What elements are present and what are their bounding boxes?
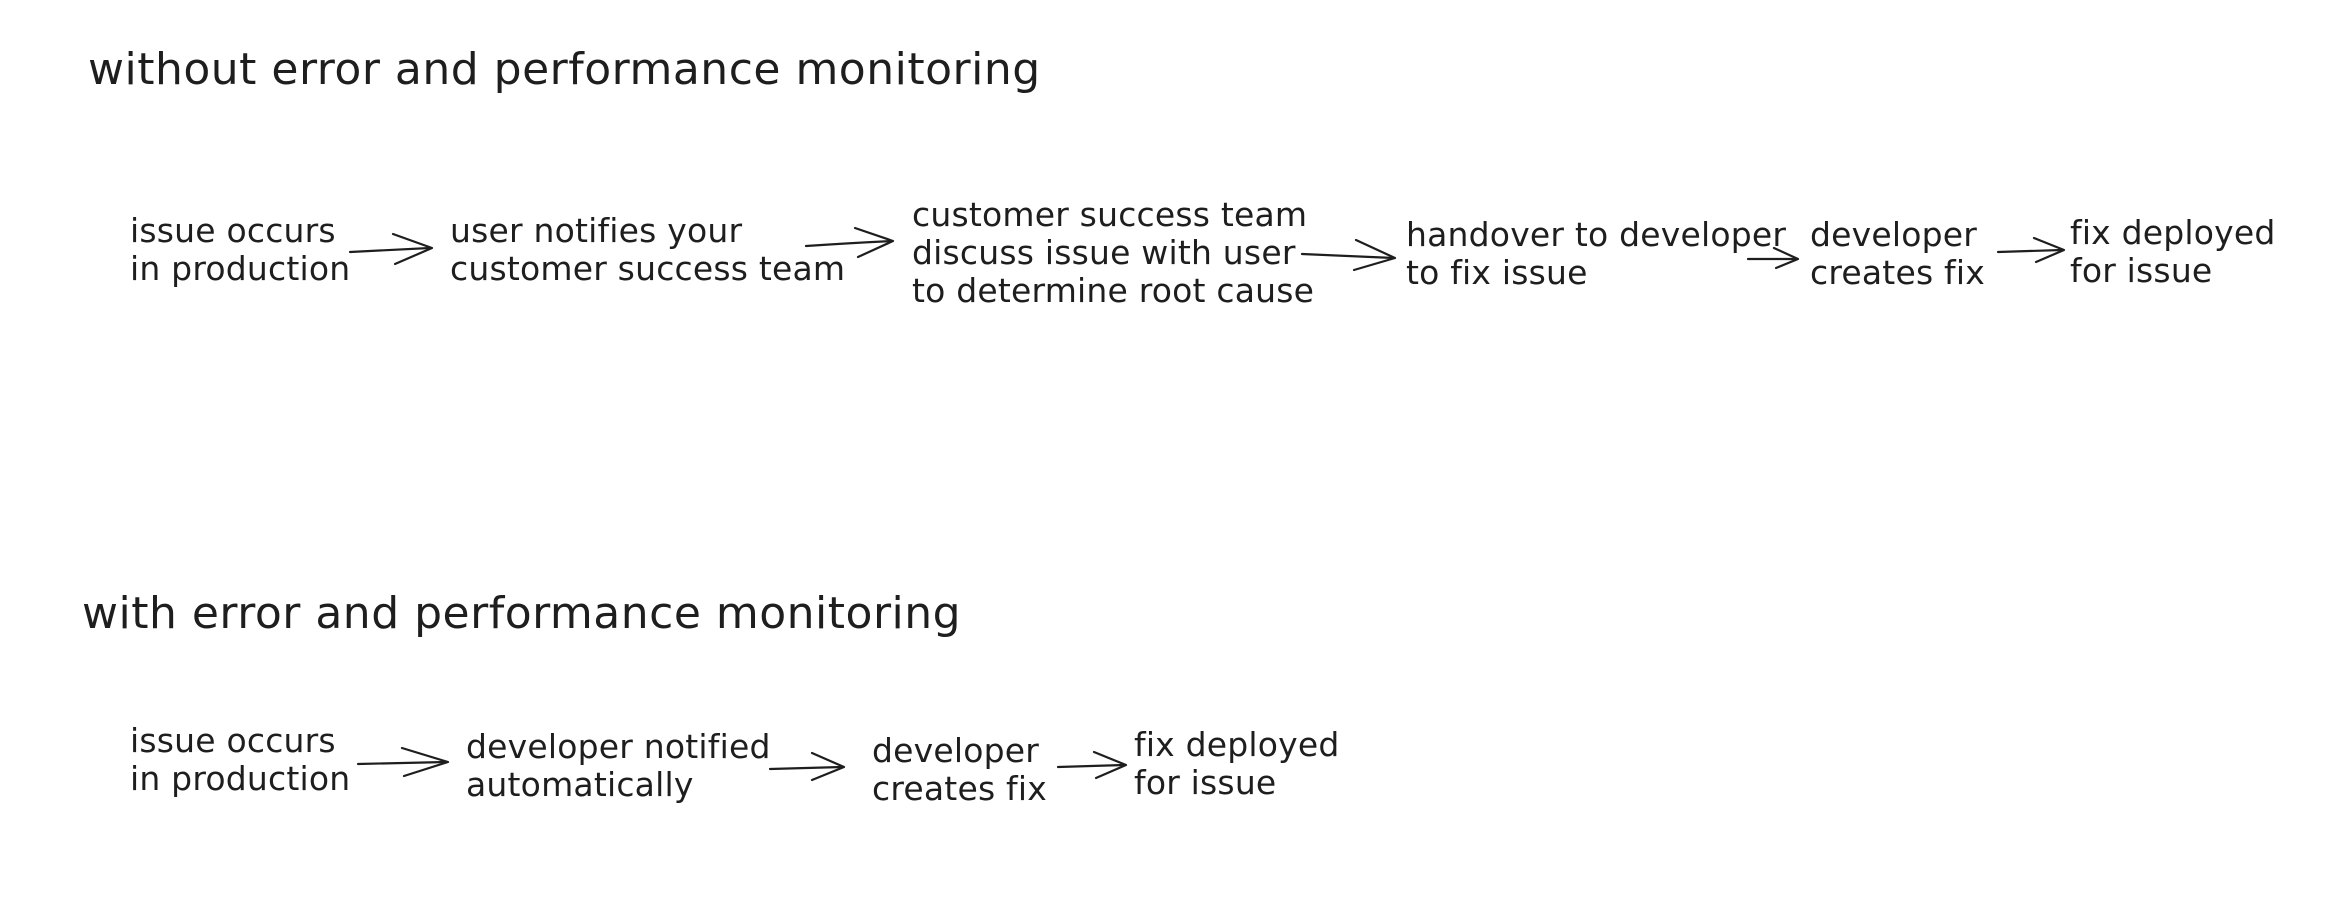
without-step-handover: handover to developer to fix issue: [1406, 216, 1786, 292]
with-step-developer-notified: developer notified automatically: [466, 728, 771, 804]
step-line: issue occurs: [130, 721, 336, 760]
without-monitoring-title: without error and performance monitoring: [88, 44, 1041, 95]
arrow: [1996, 236, 2066, 264]
step-line: for issue: [1134, 763, 1277, 802]
arrow: [1746, 246, 1800, 270]
step-line: discuss issue with user: [912, 233, 1296, 272]
step-line: fix deployed: [2070, 213, 2276, 252]
with-step-developer-fix: developer creates fix: [872, 732, 1047, 808]
step-line: handover to developer: [1406, 215, 1787, 254]
step-line: creates fix: [1810, 253, 1985, 292]
with-step-fix-deployed: fix deployed for issue: [1134, 726, 1340, 802]
step-line: automatically: [466, 765, 694, 804]
step-line: in production: [130, 249, 351, 288]
step-line: to determine root cause: [912, 271, 1315, 310]
without-step-cs-discuss: customer success team discuss issue with…: [912, 196, 1314, 310]
step-line: in production: [130, 759, 351, 798]
step-line: developer: [872, 731, 1040, 770]
step-line: customer success team: [912, 195, 1308, 234]
arrow: [356, 746, 450, 778]
step-line: creates fix: [872, 769, 1047, 808]
step-line: fix deployed: [1134, 725, 1340, 764]
step-line: developer: [1810, 215, 1978, 254]
arrow: [348, 232, 434, 266]
step-line: customer success team: [450, 249, 846, 288]
arrow: [804, 226, 895, 259]
arrow: [1056, 750, 1128, 780]
without-step-issue-occurs: issue occurs in production: [130, 212, 350, 288]
step-line: to fix issue: [1406, 253, 1588, 292]
step-line: user notifies your: [450, 211, 743, 250]
without-step-user-notifies: user notifies your customer success team: [450, 212, 845, 288]
with-step-issue-occurs: issue occurs in production: [130, 722, 350, 798]
step-line: issue occurs: [130, 211, 336, 250]
arrow: [768, 751, 846, 782]
step-line: for issue: [2070, 251, 2213, 290]
without-step-developer-fix: developer creates fix: [1810, 216, 1985, 292]
step-line: developer notified: [466, 727, 771, 766]
without-step-fix-deployed: fix deployed for issue: [2070, 214, 2276, 290]
arrow: [1300, 238, 1397, 272]
with-monitoring-title: with error and performance monitoring: [82, 588, 962, 639]
